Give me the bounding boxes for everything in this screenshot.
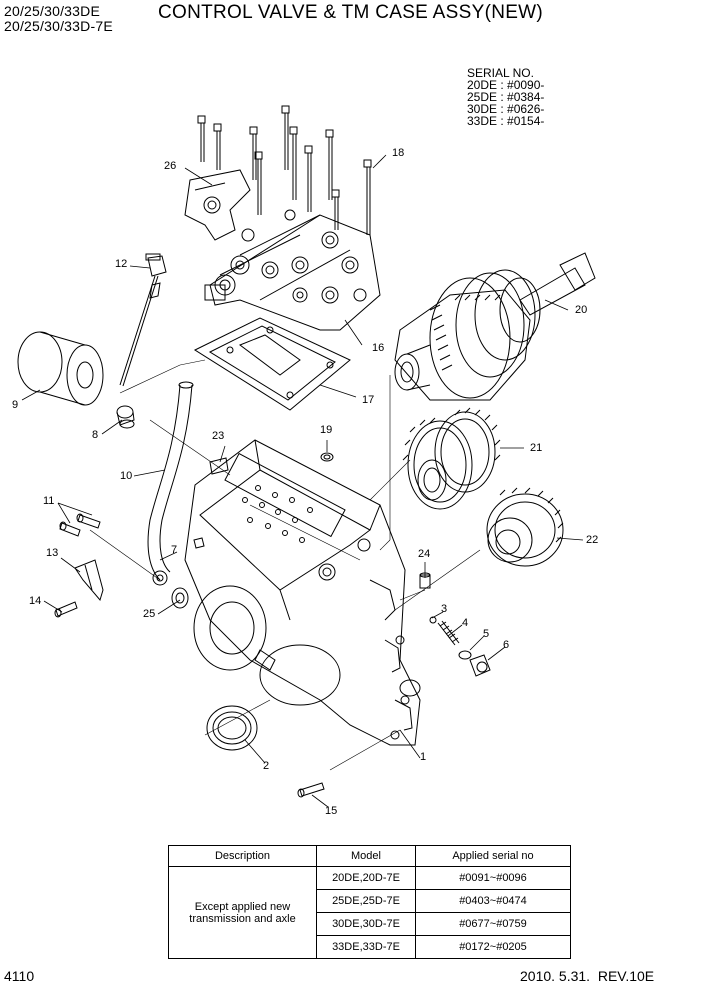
model-line-2: 20/25/30/33D-7E — [4, 18, 113, 34]
table-cell-serial: #0403~#0474 — [415, 889, 571, 913]
callout-10: 10 — [120, 470, 133, 482]
date-revision: 2010. 5.31. REV.10E — [520, 968, 655, 984]
gear-22 — [486, 487, 564, 567]
clutch-shaft-assy-20 — [394, 252, 596, 401]
gears-21 — [402, 407, 501, 510]
callout-8: 8 — [92, 429, 99, 441]
clip-13 — [74, 559, 104, 602]
callout-14: 14 — [29, 595, 42, 607]
pipe-10 — [147, 381, 194, 586]
serial-line: 20DE : #0090- — [467, 78, 545, 92]
detent-parts-3-6 — [429, 616, 491, 677]
callout-5: 5 — [483, 628, 490, 640]
serial-line: 25DE : #0384- — [467, 90, 545, 104]
table-header-serial: Applied serial no — [415, 845, 571, 867]
serial-heading: SERIAL NO. — [467, 66, 534, 80]
assembly-guide-lines — [89, 359, 481, 771]
table-cell-description: Except applied new transmission and axle — [168, 866, 317, 959]
table-cell-model: 20DE,20D-7E — [316, 866, 416, 890]
table-cell-model: 33DE,33D-7E — [316, 935, 416, 959]
bracket-26 — [184, 169, 251, 241]
serial-line: 33DE : #0154- — [467, 114, 545, 128]
callout-13: 13 — [46, 547, 59, 559]
applicability-table: Description Model Applied serial no Exce… — [168, 845, 571, 959]
table-header-description: Description — [168, 845, 317, 867]
table-cell-serial: #0677~#0759 — [415, 912, 571, 936]
callout-3: 3 — [441, 603, 448, 615]
model-line-1: 20/25/30/33DE — [4, 3, 101, 19]
bolts-11-14-15 — [54, 513, 325, 798]
oil-seal-2 — [206, 705, 258, 751]
callout-12: 12 — [115, 258, 128, 270]
serial-line: 30DE : #0626- — [467, 102, 545, 116]
callout-11: 11 — [43, 495, 55, 507]
callout-2: 2 — [263, 760, 270, 772]
callout-16: 16 — [372, 342, 385, 354]
callout-15: 15 — [325, 805, 338, 817]
dipstick-12 — [119, 253, 167, 387]
table-cell-serial: #0172~#0205 — [415, 935, 571, 959]
small-pins — [171, 452, 431, 609]
callout-1: 1 — [420, 751, 427, 763]
callout-18: 18 — [392, 147, 405, 159]
table-cell-serial: #0091~#0096 — [415, 866, 571, 890]
callout-24: 24 — [418, 548, 431, 560]
table-row: Except applied new transmission and axle… — [168, 866, 571, 959]
fitting-8 — [116, 405, 135, 429]
callout-22: 22 — [586, 534, 599, 546]
callout-9: 9 — [12, 399, 19, 411]
callout-17: 17 — [362, 394, 375, 406]
page-title: CONTROL VALVE & TM CASE ASSY(NEW) — [158, 2, 544, 23]
callout-23: 23 — [212, 430, 225, 442]
callout-25: 25 — [143, 608, 156, 620]
callout-6: 6 — [503, 639, 510, 651]
table-row: 33DE,33D-7E #0172~#0205 — [169, 935, 571, 959]
control-valve-body-16 — [204, 209, 381, 331]
callout-4: 4 — [462, 617, 469, 629]
page-number: 4110 — [4, 968, 35, 984]
callout-19: 19 — [320, 424, 333, 436]
gasket-17 — [193, 317, 351, 411]
callout-7: 7 — [171, 544, 178, 556]
filter-9 — [17, 331, 104, 406]
bolts-18 — [197, 105, 372, 235]
table-row: 30DE,30D-7E #0677~#0759 — [169, 912, 571, 936]
transmission-case-1 — [184, 439, 421, 746]
table-cell-model: 30DE,30D-7E — [316, 912, 416, 936]
leader-lines — [21, 154, 584, 808]
table-cell-model: 25DE,25D-7E — [316, 889, 416, 913]
table-row: 25DE,25D-7E #0403~#0474 — [169, 889, 571, 913]
table-header-model: Model — [316, 845, 416, 867]
callout-20: 20 — [575, 304, 588, 316]
callout-21: 21 — [530, 442, 543, 454]
callout-26: 26 — [164, 160, 177, 172]
